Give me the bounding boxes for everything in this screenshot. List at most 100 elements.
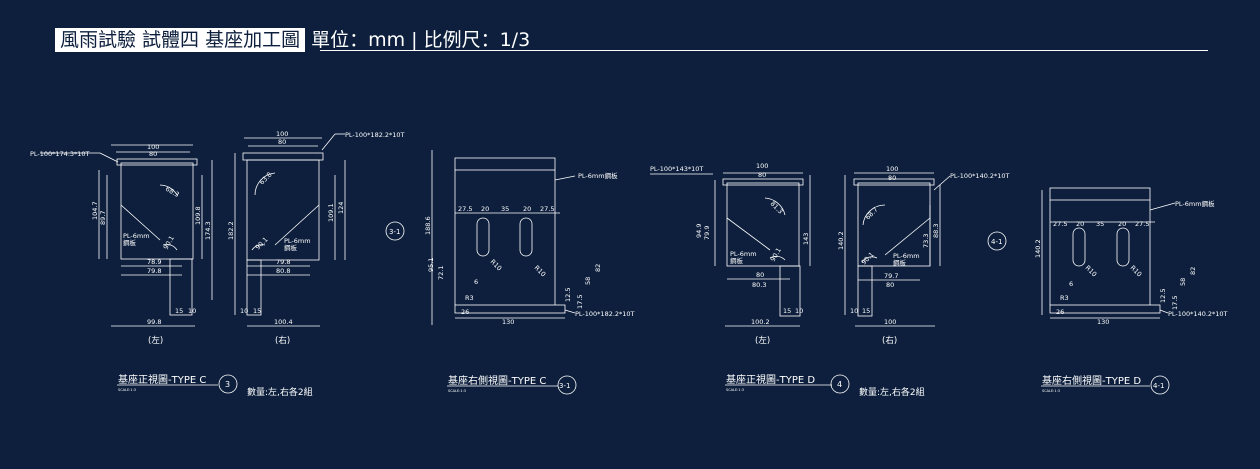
caption-left: (左): [755, 335, 770, 346]
plate-label: PL-100*143*10T: [650, 165, 703, 173]
dim-text: 100: [886, 165, 898, 173]
plate-label: PL-100*182.2*10T: [575, 310, 635, 318]
dim-text: 27.5: [1135, 220, 1149, 228]
dim-text: 78.9: [147, 258, 161, 266]
front-view-c-right: [234, 133, 346, 327]
radius-label: R10: [489, 258, 504, 273]
title-side-c: 基座右側視圖-TYPE C: [448, 374, 546, 387]
plate-label: PL-100*140.2*10T: [950, 172, 1010, 180]
dim-text: 20: [1076, 220, 1084, 228]
title-scale: SCALE:1:3: [726, 388, 744, 392]
section-marker: [987, 231, 1007, 251]
plate-label: PL-100*174.3*10T: [30, 150, 90, 158]
section-mark: 3-1: [389, 228, 400, 236]
dim-text: 88.3: [932, 224, 940, 238]
dim-text: 90.1: [162, 234, 176, 251]
dim-text: 26: [1056, 308, 1064, 316]
dim-text: 20: [481, 205, 489, 213]
dim-text: 15: [783, 307, 791, 315]
arc-dim: [769, 255, 786, 261]
top-plate: [1049, 187, 1151, 201]
dim-text: 10: [240, 307, 248, 315]
dim-text: 35: [1096, 220, 1104, 228]
leader-line: [564, 309, 576, 314]
side-view-c: [385, 150, 576, 325]
dim-text: 80: [758, 171, 766, 179]
slot: [1116, 227, 1130, 267]
front-view-c-left: [40, 144, 213, 327]
arc-dim: [861, 256, 878, 263]
dim-text: 10: [795, 307, 803, 315]
leg: [857, 265, 873, 317]
dim-text: 82: [1189, 267, 1197, 275]
top-flange: [853, 178, 935, 186]
dim-text: 174.3: [204, 221, 212, 240]
dim-text: 12.5: [1159, 289, 1167, 303]
dim-text: 124: [337, 202, 345, 214]
dim-text: 63.8: [258, 171, 274, 187]
bolt-label: R3: [465, 294, 474, 302]
arc-dim: [251, 244, 266, 251]
dim-text: 100: [276, 130, 288, 138]
plate-label: PL-6mm鋼板: [578, 171, 618, 180]
dim-text: 12.5: [564, 288, 572, 302]
title-bar: 風雨試驗 試體四 基座加工圖 單位：mm | 比例尺：1/3: [55, 27, 530, 53]
dim-text: 17.5: [576, 295, 584, 309]
slot: [476, 217, 490, 257]
title-bubble-d1: [1150, 375, 1170, 395]
qty-d: 數量:左,右各2組: [859, 386, 925, 398]
dim-text: 130: [1097, 318, 1109, 326]
title-scale: SCALE:1:3: [118, 388, 136, 392]
radius-label: R10: [533, 264, 548, 279]
leader-line: [321, 133, 336, 151]
dim-text: 100: [884, 318, 896, 326]
bolt-label: R3: [1060, 294, 1069, 302]
top-flange: [242, 152, 324, 161]
section-marker: [385, 221, 405, 241]
dim-text: 79.8: [276, 258, 290, 266]
title-front-d: 基座正視圖-TYPE D: [726, 373, 815, 386]
dim-text: 58: [1179, 278, 1187, 286]
slot: [1072, 227, 1086, 267]
caption-right: (右): [275, 335, 290, 346]
dim-text: 27.5: [458, 205, 472, 213]
dim-text: 81.3: [769, 200, 785, 216]
title-front-c: 基座正視圖-TYPE C: [118, 373, 206, 386]
dim-text: 100.4: [274, 318, 293, 326]
dim-text: 17.5: [1171, 296, 1179, 310]
dim-text: 27.5: [540, 205, 554, 213]
top-flange: [722, 178, 804, 186]
dim-text: 73.3: [922, 234, 930, 248]
dim-text: 15: [862, 307, 870, 315]
plate-outline: [726, 182, 800, 267]
dim-text: 109.8: [194, 206, 202, 225]
dim-text: 80: [888, 174, 896, 182]
leader-line: [1149, 202, 1176, 211]
leg: [169, 258, 193, 316]
leader-line: [554, 175, 576, 181]
dim-text: 94.9: [695, 224, 703, 238]
dim-text: 188.6: [424, 216, 432, 235]
title-side-d: 基座右側視圖-TYPE D: [1042, 374, 1141, 387]
bubble-text: 3: [225, 380, 230, 389]
dim-text: 20: [523, 205, 531, 213]
base-plate: [1049, 304, 1161, 314]
bubble-text: 3-1: [559, 382, 570, 390]
dim-text: 109.1: [327, 203, 335, 222]
title-scale: SCALE:1:3: [1042, 389, 1060, 393]
dim-text: 99.8: [147, 318, 161, 326]
dim-text: 140.2: [837, 231, 845, 250]
dim-text: 68.3: [164, 185, 181, 199]
leg: [246, 259, 262, 316]
dim-text: 80.8: [276, 267, 290, 275]
dim-text: 58: [584, 277, 592, 285]
base-plate: [454, 304, 566, 314]
dim-text: 89.7: [99, 211, 107, 225]
dim-text: 80: [278, 138, 286, 146]
dim-text: 10: [850, 307, 858, 315]
title-bubble-d: [830, 374, 850, 394]
